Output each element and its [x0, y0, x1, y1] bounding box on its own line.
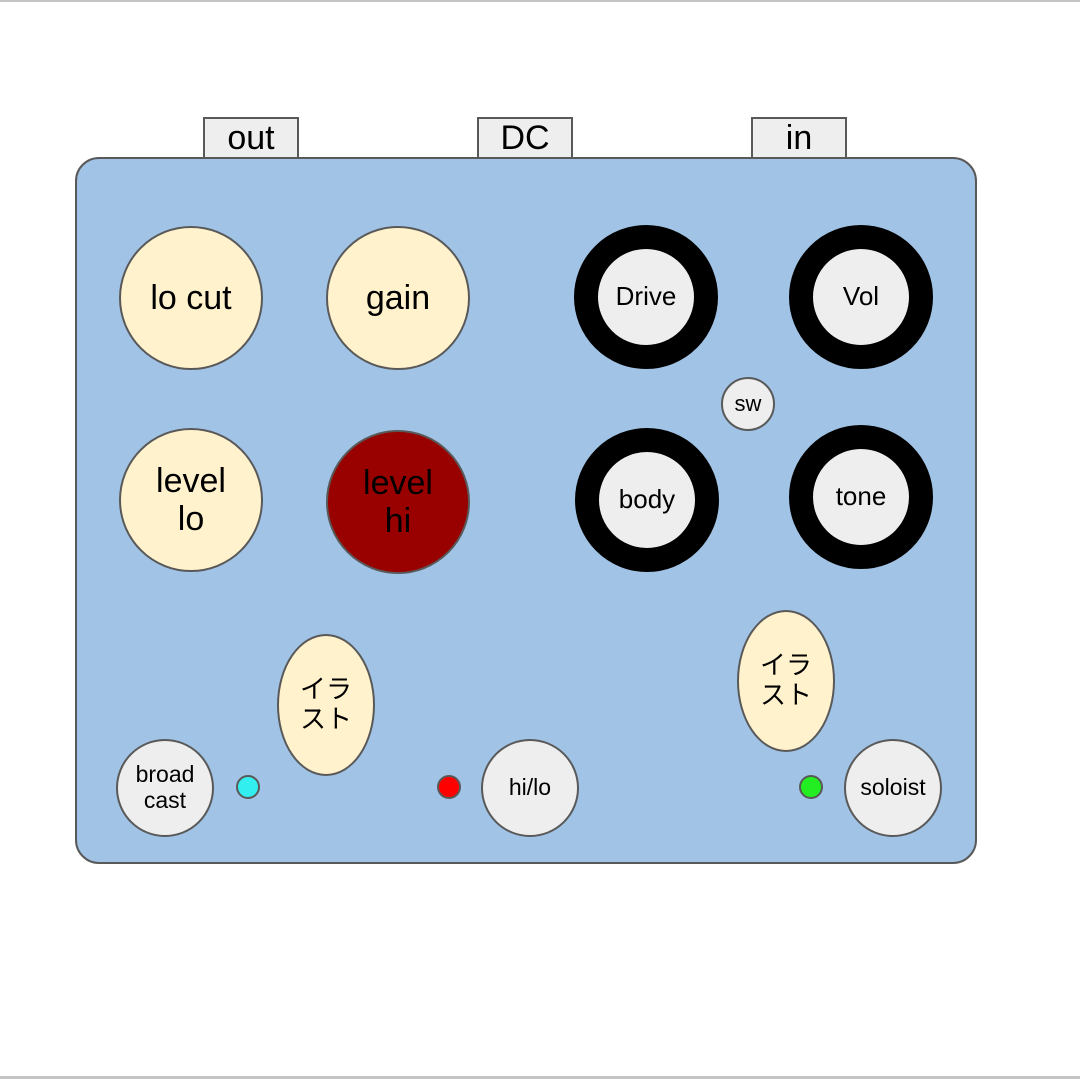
out-jack: out: [203, 117, 299, 157]
lo-cut-knob[interactable]: lo cut: [119, 226, 263, 370]
drive-knob[interactable]: Drive: [574, 225, 718, 369]
level-hi-label-line1: level: [363, 463, 433, 502]
hilo-led-icon: [437, 775, 461, 799]
artwork-right: イラ スト: [737, 610, 835, 752]
gain-knob[interactable]: gain: [326, 226, 470, 370]
broadcast-label-line2: cast: [143, 787, 187, 813]
tone-label: tone: [835, 481, 887, 512]
broadcast-led-icon: [236, 775, 260, 799]
drive-label: Drive: [615, 281, 677, 312]
vol-label: Vol: [842, 281, 880, 312]
artwork-right-line1: イラ: [759, 650, 812, 681]
soloist-footswitch[interactable]: soloist: [844, 739, 942, 837]
bottom-border: [0, 1076, 1080, 1079]
artwork-left-line1: イラ: [299, 674, 352, 705]
level-hi-label-line2: hi: [384, 502, 412, 540]
artwork-left-line2: スト: [299, 704, 352, 734]
level-lo-knob[interactable]: level lo: [119, 428, 263, 572]
gain-label: gain: [365, 278, 431, 317]
hilo-label: hi/lo: [508, 774, 552, 801]
in-jack: in: [751, 117, 847, 157]
tone-knob[interactable]: tone: [789, 425, 933, 569]
top-border: [0, 0, 1080, 2]
vol-knob[interactable]: Vol: [789, 225, 933, 369]
lo-cut-label: lo cut: [150, 278, 232, 317]
in-jack-label: in: [785, 118, 813, 157]
soloist-label: soloist: [860, 774, 926, 801]
sw-label: sw: [734, 390, 762, 416]
hilo-footswitch[interactable]: hi/lo: [481, 739, 579, 837]
broadcast-footswitch[interactable]: broad cast: [116, 739, 214, 837]
dc-jack: DC: [477, 117, 573, 157]
level-hi-knob[interactable]: level hi: [326, 430, 470, 574]
soloist-led-icon: [799, 775, 823, 799]
sw-toggle[interactable]: sw: [721, 377, 775, 431]
body-knob[interactable]: body: [575, 428, 719, 572]
level-lo-label-line1: level: [156, 461, 226, 500]
artwork-left: イラ スト: [277, 634, 375, 776]
artwork-right-line2: スト: [759, 680, 812, 710]
out-jack-label: out: [227, 118, 275, 157]
dc-jack-label: DC: [500, 118, 550, 157]
level-lo-label-line2: lo: [177, 500, 205, 538]
body-label: body: [618, 484, 676, 515]
broadcast-label-line1: broad: [135, 761, 195, 788]
